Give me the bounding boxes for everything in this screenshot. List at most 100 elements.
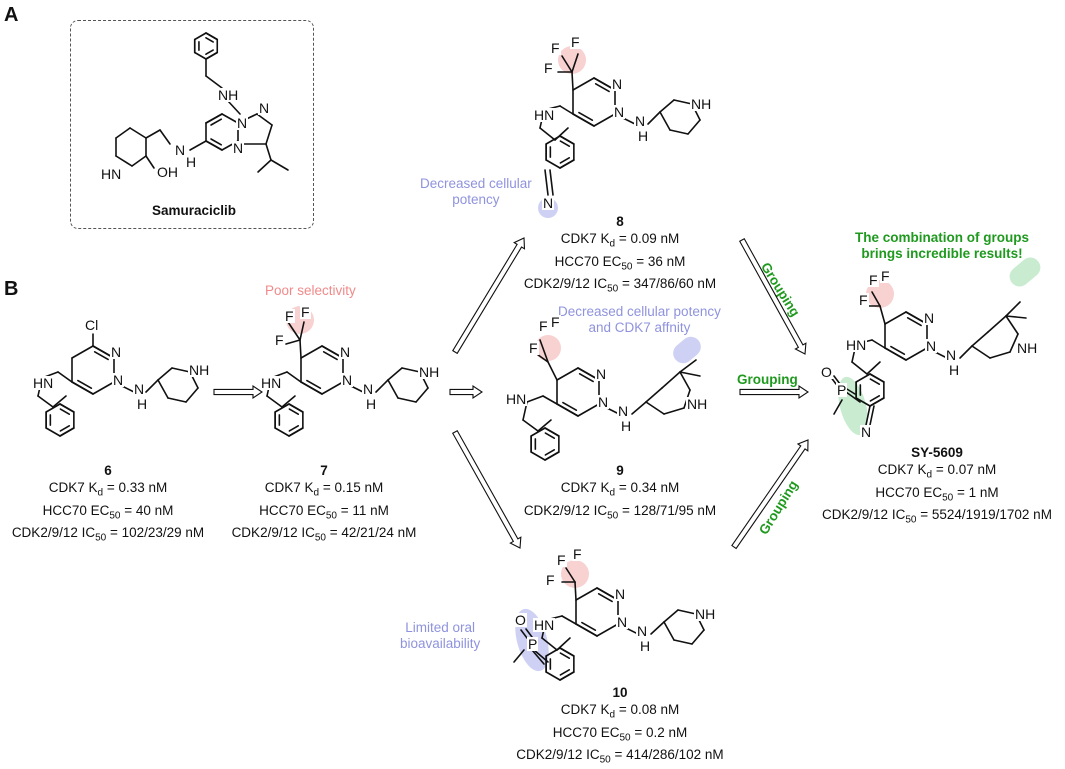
- fluoro-label: F: [528, 340, 539, 356]
- bond: [544, 449, 556, 456]
- activity-value: HCC70 EC50 = 0.2 nM: [552, 724, 688, 744]
- activity-value: CDK7 Kd = 0.09 nM: [560, 231, 680, 250]
- n-label: N: [616, 614, 629, 630]
- samuraciclib-name: Samuraciclib: [151, 203, 237, 218]
- fluoro-label: F: [868, 272, 879, 288]
- bond: [52, 395, 67, 408]
- piperidine-nh-label: NH: [686, 396, 709, 412]
- bond: [559, 140, 571, 147]
- bond: [227, 100, 241, 115]
- bond: [115, 127, 131, 139]
- bond: [300, 381, 323, 395]
- fluoro-label: F: [300, 304, 311, 320]
- bond: [647, 111, 661, 125]
- bond: [547, 361, 558, 381]
- fluoro-label: F: [274, 332, 285, 348]
- bond: [851, 361, 868, 375]
- bond: [145, 129, 161, 139]
- bond: [663, 609, 679, 623]
- bond: [210, 118, 223, 126]
- n-label: N: [634, 113, 647, 129]
- activity-value: CDK2/9/12 IC50 = 102/23/29 nM: [11, 525, 205, 545]
- indole-nh-label: HN: [533, 617, 556, 633]
- n-label: N: [613, 104, 626, 120]
- reaction-arrow: [213, 384, 263, 400]
- bond: [663, 407, 685, 415]
- bond: [905, 347, 928, 361]
- piperidine-nh-label: NH: [1016, 340, 1039, 356]
- bond: [833, 399, 843, 415]
- indole-nh-label: HN: [533, 107, 556, 123]
- bond: [531, 649, 545, 665]
- bond: [530, 427, 546, 437]
- substituent-highlights: [286, 46, 1041, 672]
- bond: [869, 378, 881, 385]
- bond: [879, 305, 886, 325]
- bond: [159, 129, 171, 145]
- bond: [288, 425, 300, 432]
- phosphorus-label: P: [836, 382, 848, 398]
- compound-number: SY-5609: [911, 445, 963, 460]
- bond: [286, 371, 302, 383]
- activity-value: CDK7 Kd = 0.34 nM: [560, 480, 680, 499]
- bond: [561, 615, 577, 625]
- bond: [77, 379, 93, 390]
- bond: [869, 395, 881, 402]
- bond: [574, 581, 577, 601]
- activity-value: HCC70 EC50 = 1 nM: [875, 484, 999, 504]
- n-label: N: [636, 623, 649, 639]
- bond: [288, 408, 300, 415]
- bond: [691, 629, 705, 645]
- samuraciclib-box: [70, 20, 314, 229]
- bond: [205, 49, 214, 55]
- bond: [520, 629, 528, 639]
- fluoro-label: F: [550, 40, 561, 56]
- h-label: H: [637, 128, 650, 144]
- bond: [59, 427, 75, 437]
- bond: [205, 32, 219, 41]
- bond: [387, 379, 399, 399]
- bond: [631, 401, 647, 415]
- bond: [157, 367, 173, 381]
- bond: [669, 129, 689, 135]
- bond: [288, 427, 304, 437]
- bond: [645, 401, 665, 415]
- bond: [256, 113, 273, 126]
- bond: [71, 381, 94, 395]
- panel-label-a: A: [4, 4, 19, 26]
- reaction-arrow: [452, 237, 526, 355]
- bond: [131, 155, 147, 167]
- nitrile-n-label: N: [542, 195, 555, 211]
- substituent-highlight: [558, 46, 586, 74]
- bond: [556, 367, 579, 381]
- nitrile-n-label: N: [860, 424, 873, 440]
- substituent-highlight: [535, 335, 561, 361]
- bond: [884, 347, 907, 361]
- bond: [906, 316, 922, 327]
- bond: [581, 621, 597, 632]
- bond: [265, 124, 273, 145]
- reaction-arrow: [739, 384, 809, 400]
- bond: [270, 159, 289, 171]
- bond: [575, 623, 598, 637]
- n-label: N: [339, 344, 352, 360]
- indole-nh-label: HN: [260, 375, 283, 391]
- amine-hn-label: HN: [100, 166, 123, 182]
- bond: [559, 157, 571, 164]
- bond: [1009, 333, 1019, 353]
- bond: [287, 321, 301, 341]
- bond: [542, 395, 558, 405]
- activity-value: HCC70 EC50 = 11 nM: [259, 502, 389, 522]
- bond: [59, 408, 71, 415]
- bond: [274, 403, 290, 413]
- n-label: N: [614, 586, 627, 602]
- n-label: N: [341, 372, 354, 388]
- indole-nh-label: HN: [32, 375, 55, 391]
- bond: [1005, 301, 1021, 317]
- bond: [845, 391, 861, 403]
- h-label: H: [948, 362, 961, 378]
- bond: [266, 395, 283, 408]
